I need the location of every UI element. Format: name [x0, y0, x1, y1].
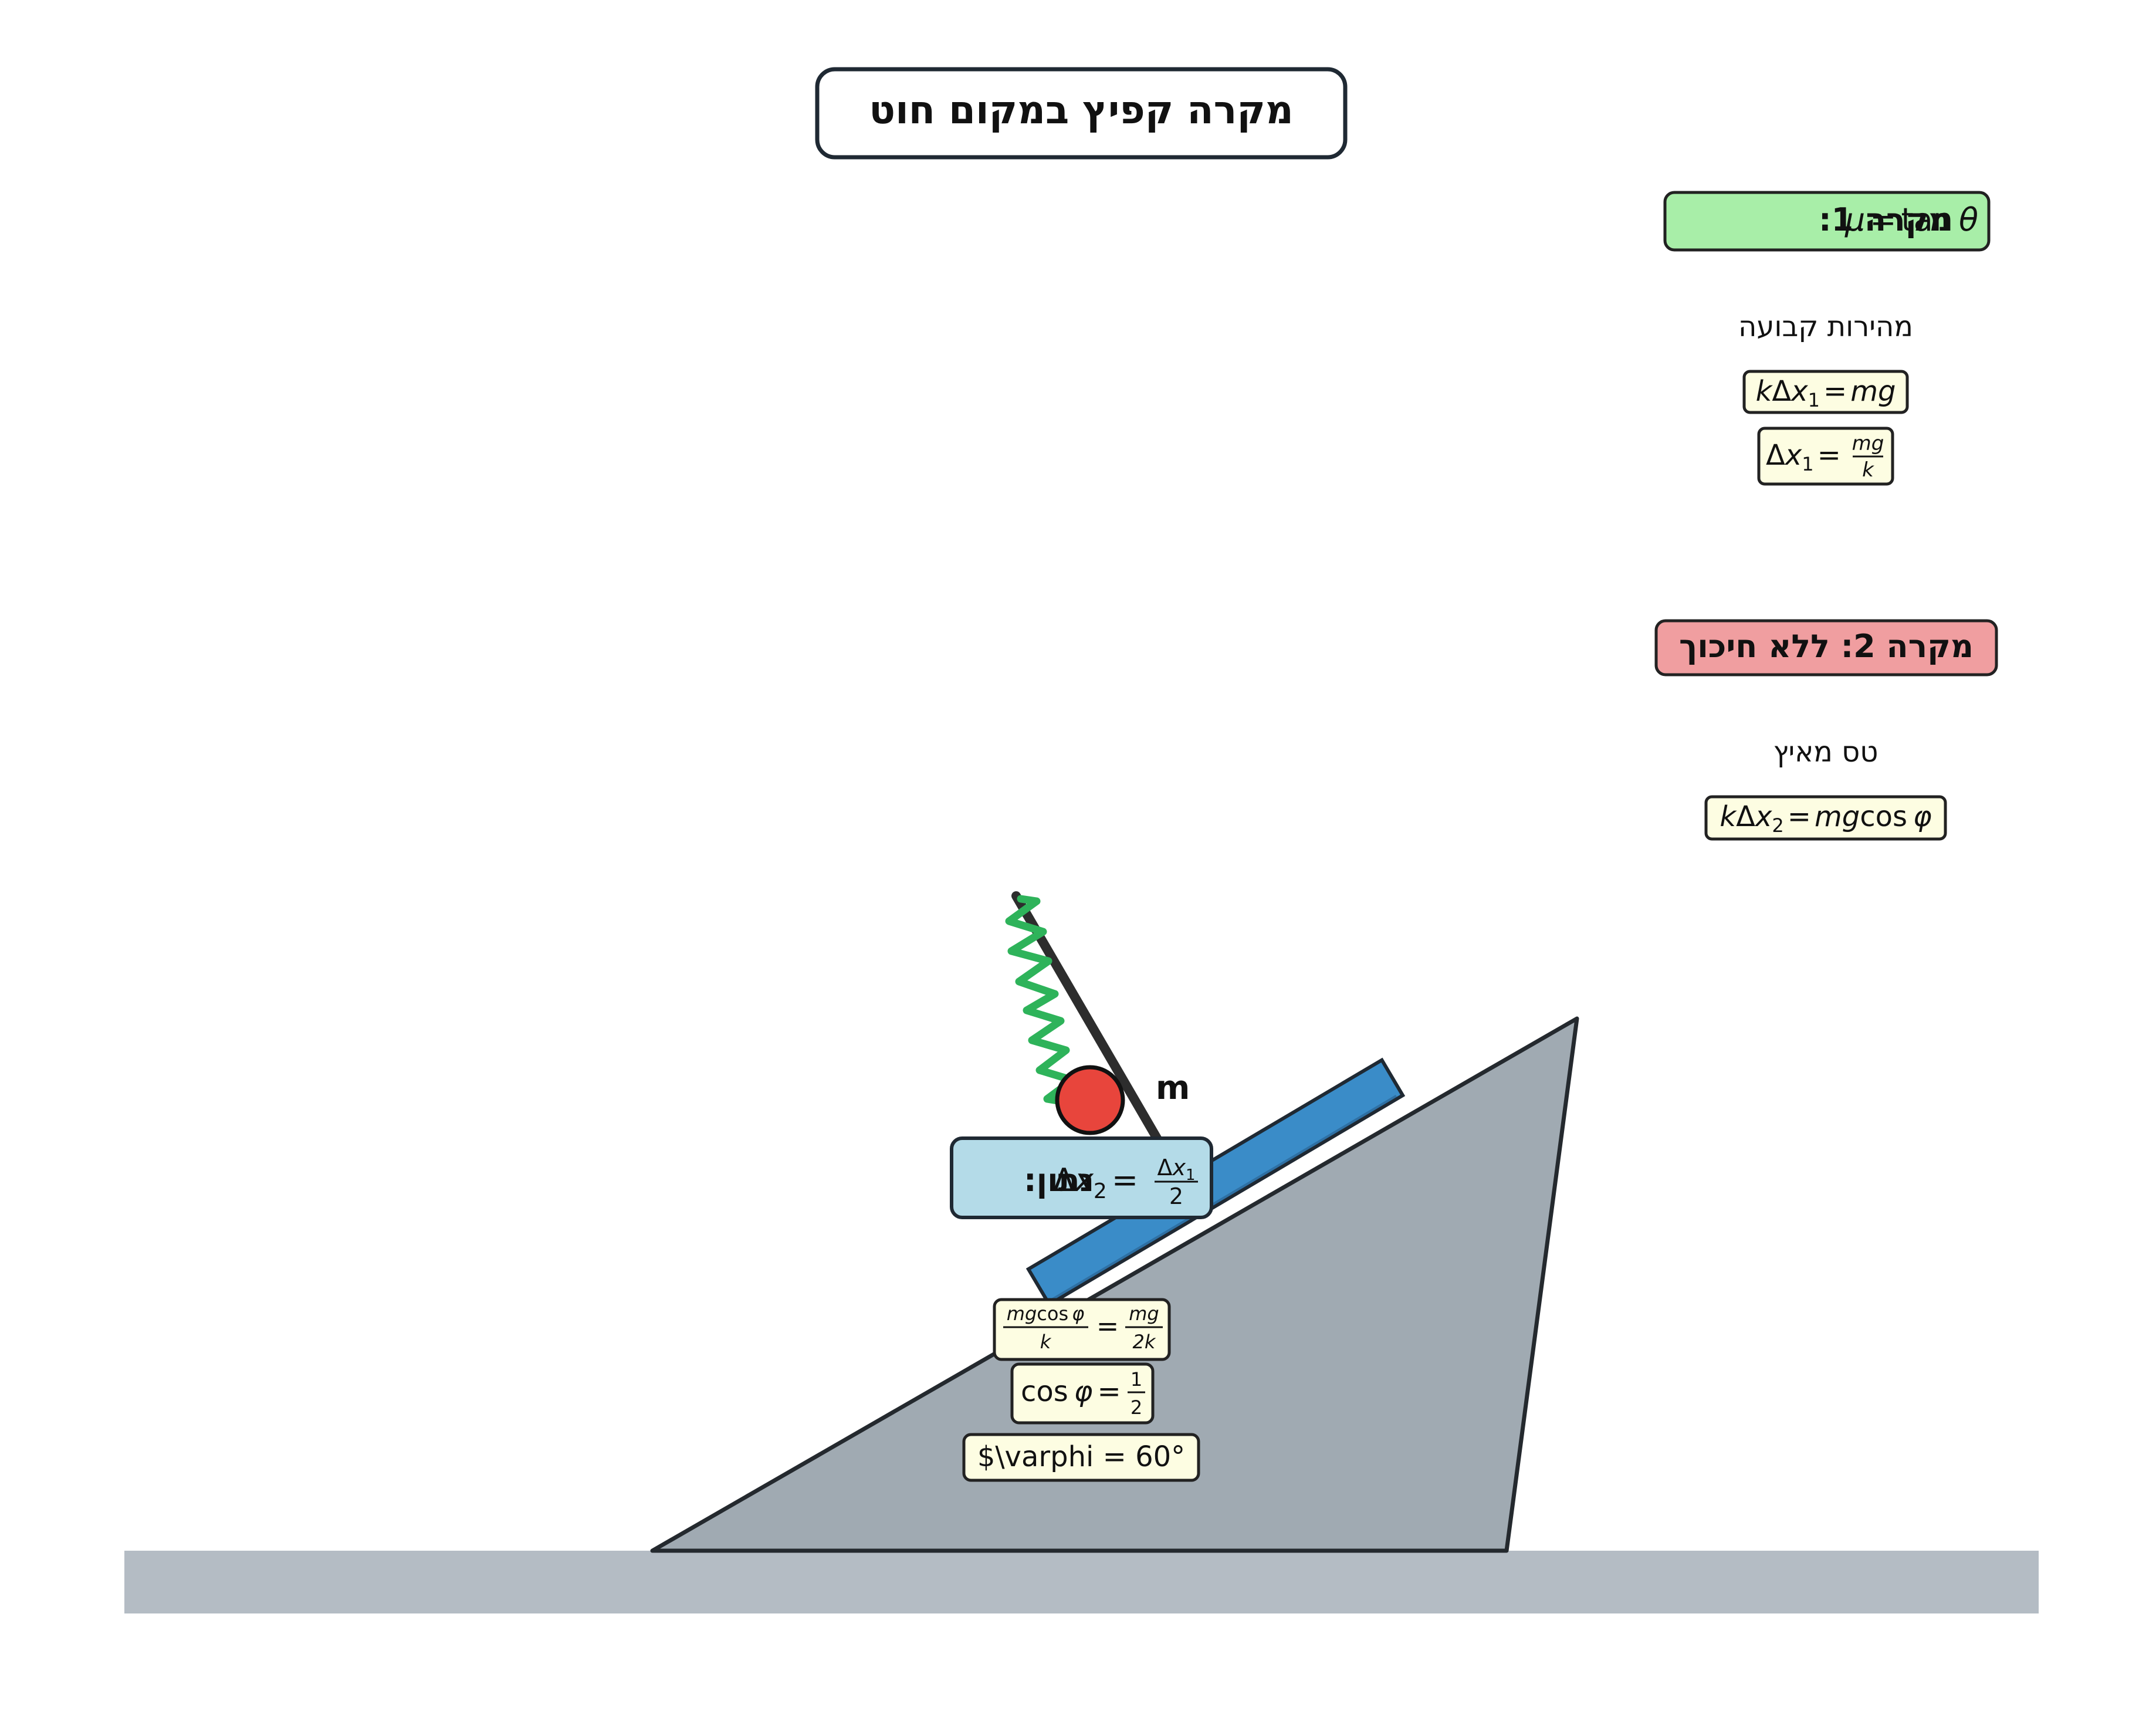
svg-text:Δx1: Δx1: [1157, 1155, 1195, 1184]
derivation-3: $\varphi = 60°: [962, 1433, 1200, 1482]
svg-text:k: k: [1040, 1331, 1052, 1353]
svg-text:2k: 2k: [1133, 1331, 1156, 1353]
mass-label: m: [1156, 1069, 1190, 1107]
svg-text:Δx2=: Δx2=: [1053, 1162, 1138, 1203]
svg-text:kΔx1=mg: kΔx1=mg: [1756, 375, 1896, 411]
mass-ball: [1055, 1065, 1125, 1135]
svg-text:=: =: [1096, 1310, 1119, 1342]
svg-text:1: 1: [1131, 1368, 1142, 1391]
incline: [650, 1016, 1579, 1553]
svg-text:mg: mg: [1852, 432, 1884, 455]
case1-eq2: Δx1= mg k: [1757, 427, 1894, 486]
case1-note: מהירות קבועה: [1738, 310, 1913, 343]
spring: [1005, 895, 1079, 1108]
case2-heading-text: מקרה 2: ללא חיכוך: [1679, 628, 1974, 665]
svg-text:2: 2: [1131, 1396, 1142, 1419]
given-box: נתון: Δx2= Δx1 2: [950, 1136, 1213, 1219]
svg-text:2: 2: [1169, 1183, 1183, 1209]
case2-note: טס מאיץ: [1773, 736, 1879, 769]
svg-text:k: k: [1862, 458, 1874, 482]
case1-heading-label: מקרה 1:: [1819, 201, 1951, 238]
case2-heading: מקרה 2: ללא חיכוך: [1654, 619, 1998, 676]
derivation-3-text: $\varphi = 60°: [977, 1440, 1185, 1473]
case1-eq1: kΔx1=mg: [1742, 370, 1909, 414]
given-label: נתון:: [1024, 1162, 1094, 1199]
title-box: מקרה קפיץ במקום חוט: [815, 67, 1348, 160]
svg-text:mg: mg: [1129, 1303, 1159, 1325]
svg-text:Δx1=: Δx1=: [1766, 439, 1841, 475]
title-text: מקרה קפיץ במקום חוט: [869, 87, 1294, 133]
ground: [124, 1551, 2039, 1613]
